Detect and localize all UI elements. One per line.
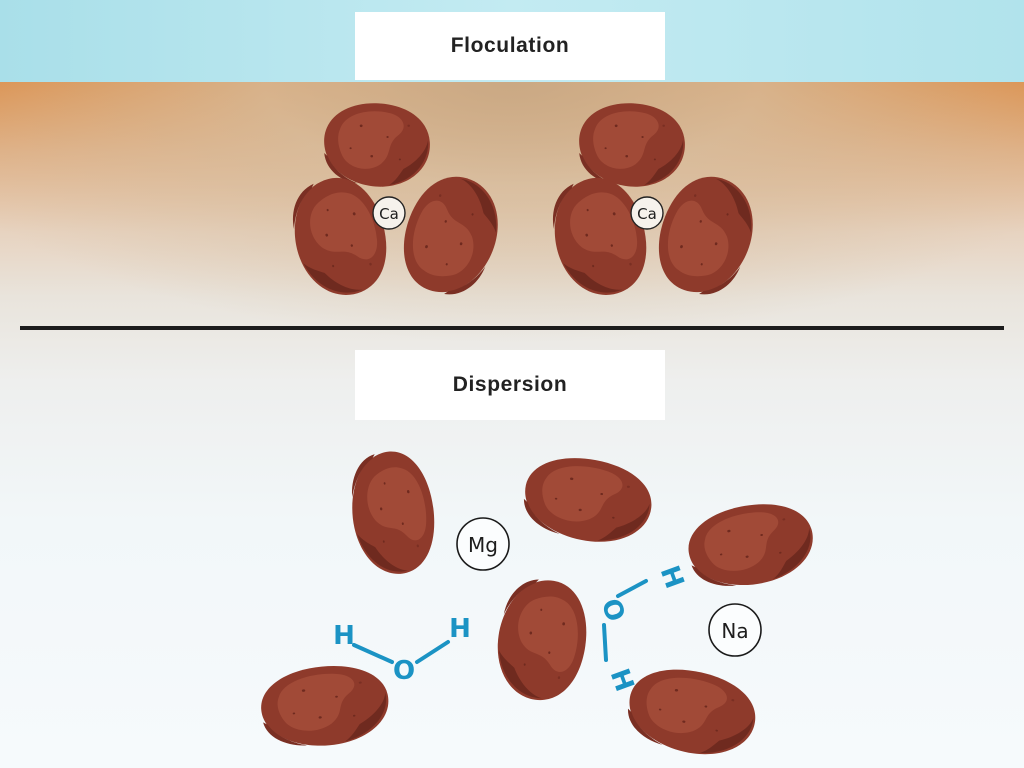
dispersion-title: Dispersion (452, 373, 568, 396)
mg-ion-circle (456, 517, 510, 571)
soil-particle (539, 167, 661, 307)
ca-ion-label: Ca (637, 205, 657, 223)
flocculation-title-box: Floculation (355, 12, 665, 80)
oh-bond (415, 640, 450, 664)
flocculation-title: Floculation (450, 34, 570, 57)
na-ion-label: Na (721, 619, 748, 643)
soil-particle (519, 450, 657, 550)
na-ion: Na (708, 603, 762, 657)
mg-ion: Mg (456, 517, 510, 571)
soil-particle (647, 166, 765, 304)
oxygen-atom: O (595, 595, 631, 626)
soil-particle (579, 103, 685, 187)
ca-ion-circle (630, 196, 664, 230)
soil-particle (256, 657, 394, 755)
oh-bond (616, 579, 648, 598)
section-divider (20, 326, 1004, 330)
flocculation-cluster-left: Ca (279, 103, 510, 307)
soil-particle (324, 103, 430, 187)
water-molecule-left: H O H (333, 614, 471, 686)
oh-bond (602, 623, 608, 662)
soil-particle (342, 445, 444, 581)
hydrogen-atom: H (333, 621, 355, 651)
soil-particle (279, 167, 401, 307)
mg-ion-label: Mg (468, 533, 498, 557)
soil-particle (392, 166, 510, 304)
hydrogen-atom: H (449, 614, 471, 644)
soil-particle (681, 493, 821, 597)
dispersion-title-box: Dispersion (355, 350, 665, 420)
flocculation-cluster-right: Ca (539, 103, 765, 307)
soil-particle (493, 576, 591, 704)
oxygen-atom: O (393, 656, 415, 686)
oh-bond (352, 643, 394, 664)
na-ion-circle (708, 603, 762, 657)
hydrogen-atom: H (654, 562, 690, 593)
soil-particle (622, 660, 762, 764)
ca-ion-circle (372, 196, 406, 230)
ca-ion-label: Ca (379, 205, 399, 223)
